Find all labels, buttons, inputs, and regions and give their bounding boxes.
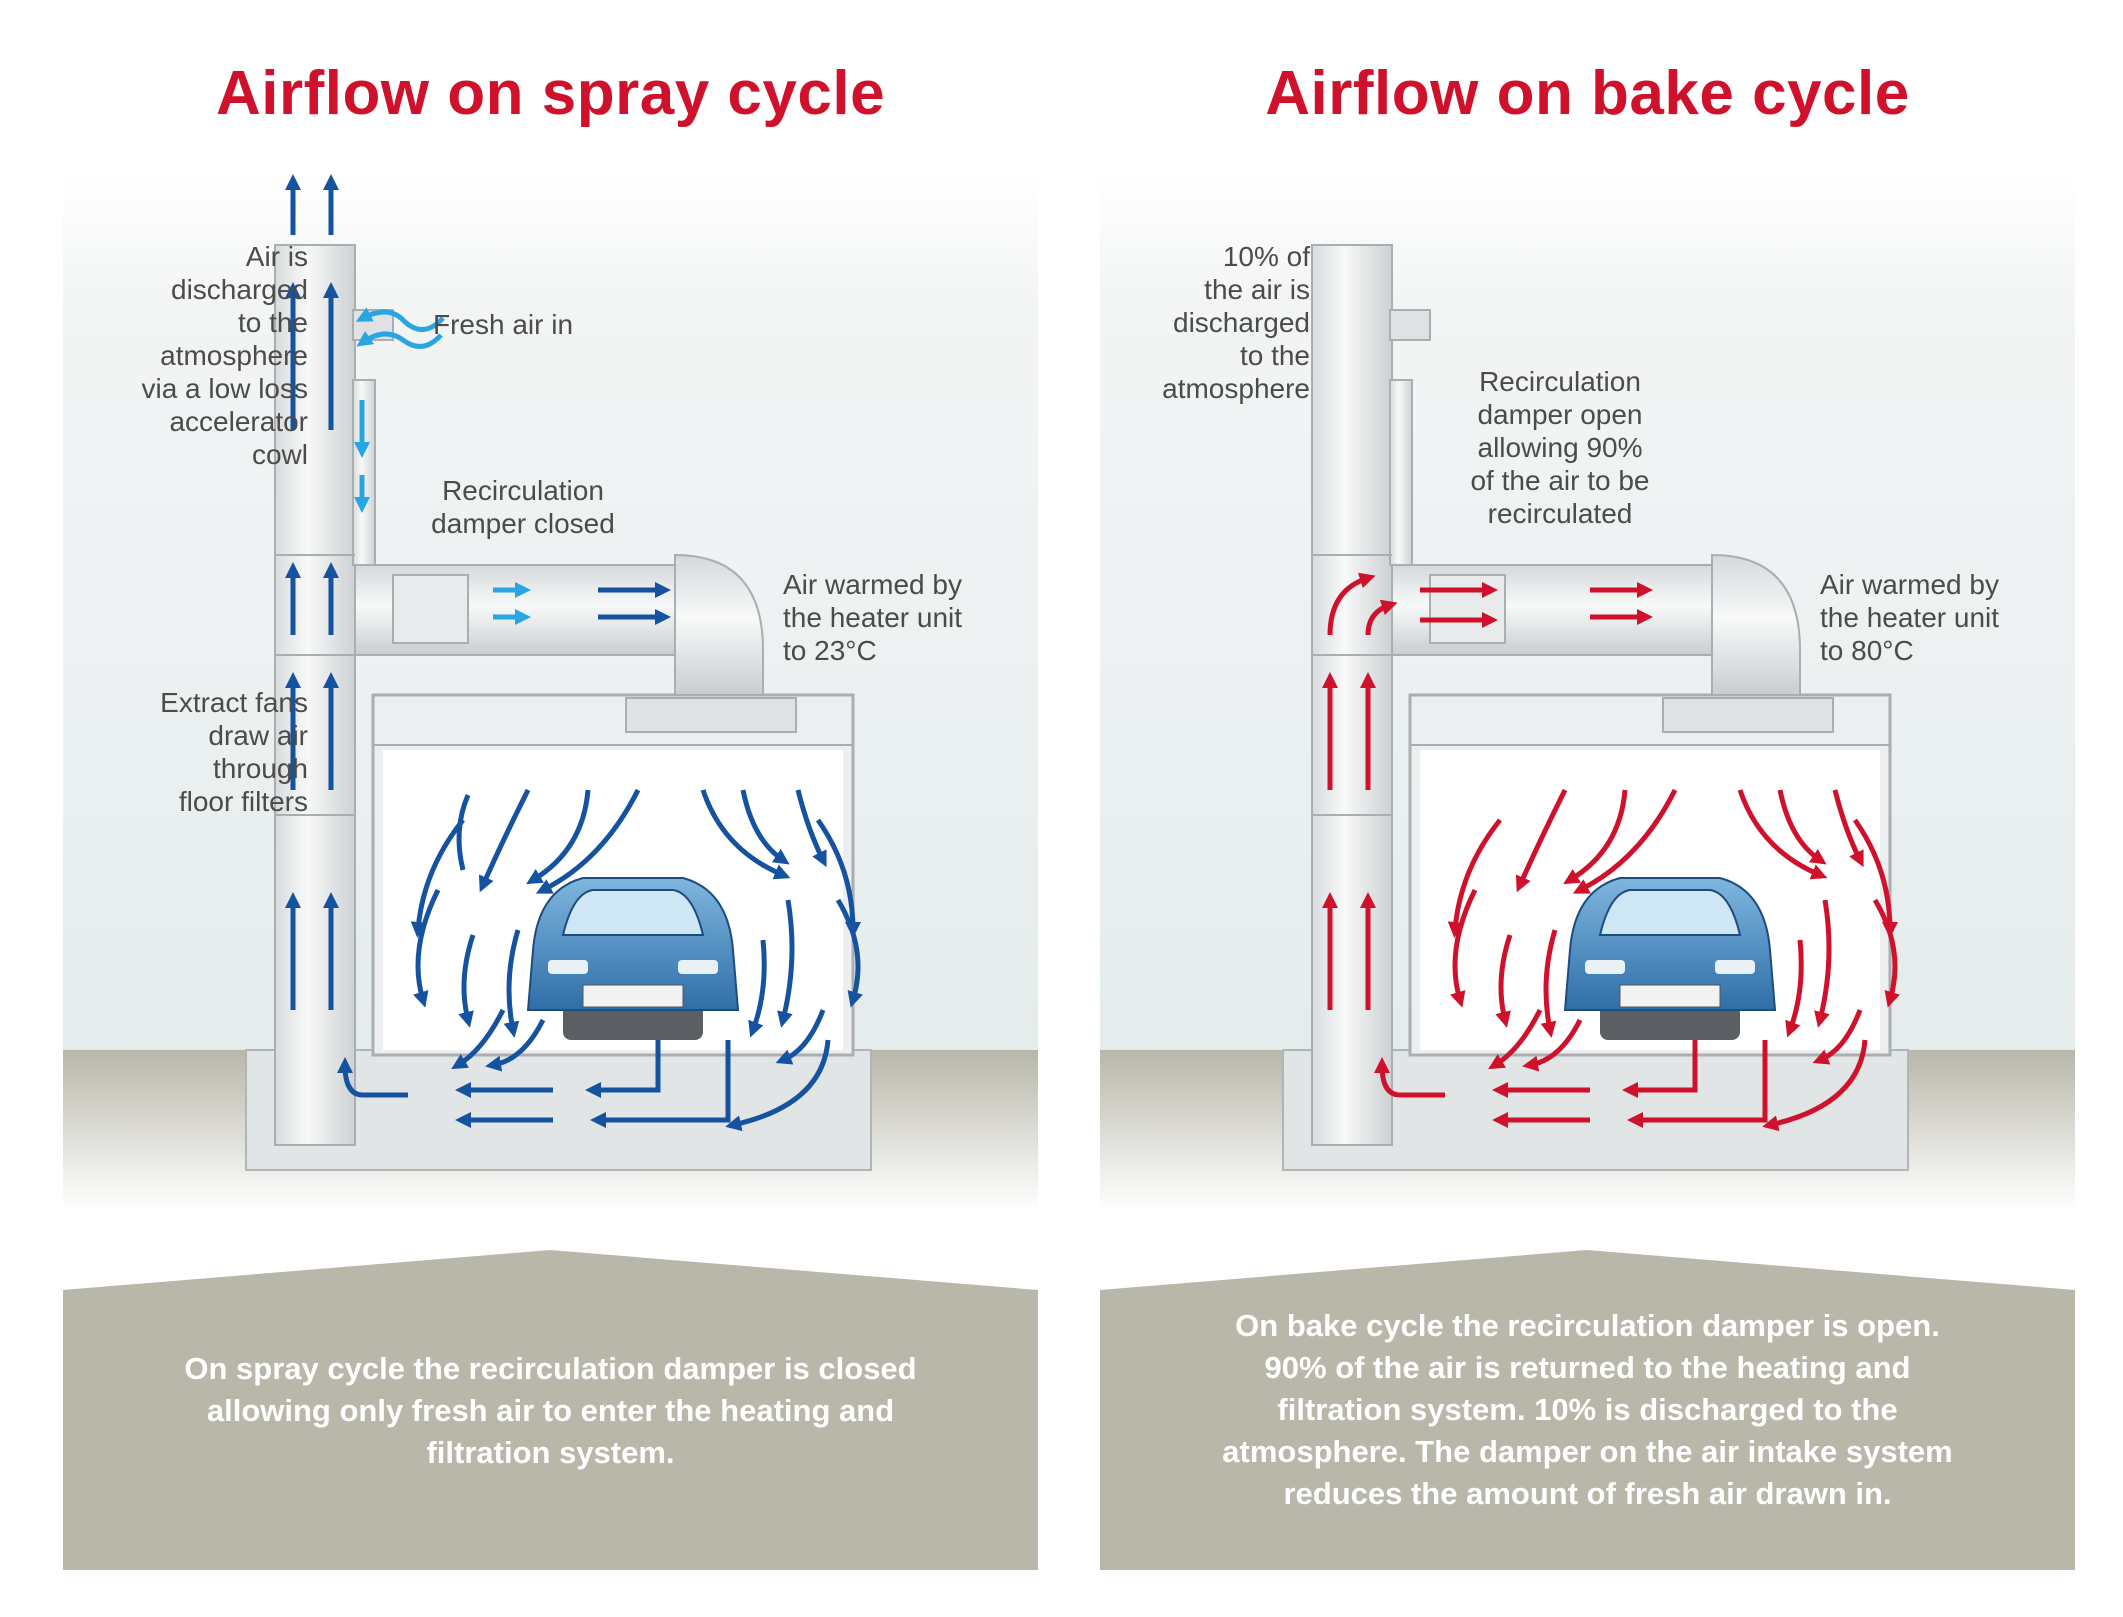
bake-title: Airflow on bake cycle (1265, 59, 1910, 128)
bake-caption: On bake cycle the recirculation damper i… (1222, 1308, 1953, 1511)
spray-caption: On spray cycle the recirculation damper … (184, 1351, 917, 1470)
bake-booth-diagram (1100, 170, 2075, 1570)
bake-airflow-arrows (1321, 572, 1900, 1132)
spray-title: Airflow on spray cycle (215, 59, 886, 128)
car-icon (526, 877, 740, 1040)
spray-exhaust-arrows (284, 173, 863, 1132)
fresh-air-arrows (353, 307, 532, 626)
spray-booth-diagram (63, 170, 1038, 1570)
car-icon (1563, 877, 1777, 1040)
fresh-air-label: Fresh air in (433, 309, 574, 340)
